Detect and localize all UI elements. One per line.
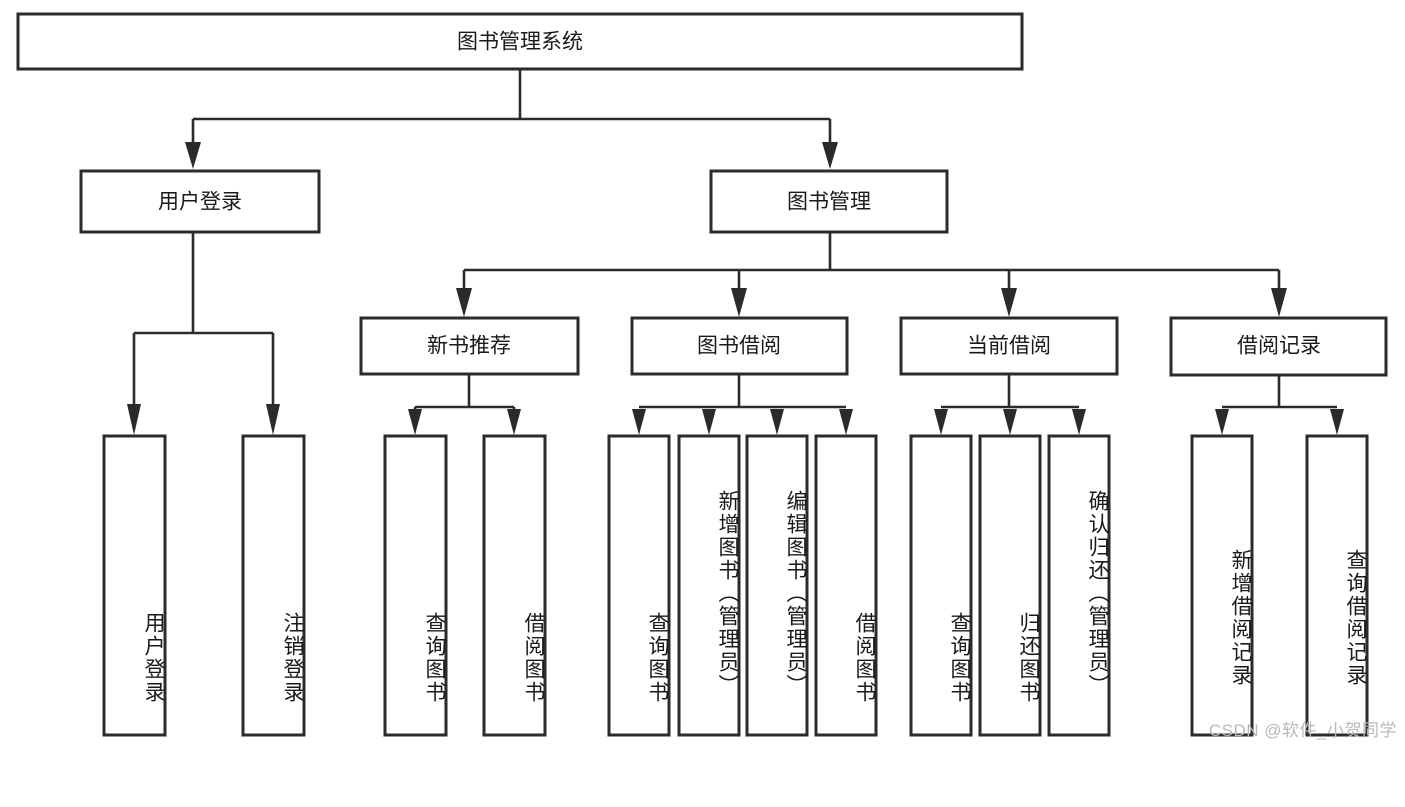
node-book-borrow-box[interactable]: [630, 316, 849, 376]
node-user-login-label: 用户登录: [158, 191, 242, 214]
arrowhead-borrowrecord-leaf-1: [1215, 409, 1229, 435]
arrowhead-currentborrow-leaf-3: [1072, 409, 1086, 435]
node-current-borrow[interactable]: 当前借阅: [899, 316, 1119, 376]
connector-group-user-login: [127, 232, 280, 435]
connector-group-root: [185, 69, 838, 169]
arrowhead-borrow-record: [1271, 288, 1287, 317]
node-book-borrow-label: 图书借阅: [697, 335, 781, 358]
arrowhead-newbook-leaf-1: [408, 409, 422, 435]
connector-group-book-mgmt: [456, 232, 1287, 317]
node-borrow-record-label: 借阅记录: [1237, 335, 1321, 358]
node-book-management-label: 图书管理: [787, 191, 871, 214]
arrowhead-bookborrow-leaf-2: [702, 409, 716, 435]
node-user-login-box[interactable]: [79, 169, 321, 234]
arrowhead-bookborrow-leaf-1: [632, 409, 646, 435]
leaf-box-bb-query[interactable]: [607, 434, 671, 737]
leaf-boxes-book-borrow: [607, 434, 878, 737]
arrowhead-leaf-user-login: [127, 404, 141, 435]
node-new-book-recommend-box[interactable]: [359, 316, 580, 376]
arrowhead-book-borrow: [731, 288, 747, 317]
leaf-boxes-current-borrow: [909, 434, 1111, 737]
arrowhead-user-login: [185, 142, 201, 169]
leaf-box-br-add[interactable]: [1190, 434, 1254, 737]
leaf-box-cb-confirm[interactable]: [1047, 434, 1111, 737]
node-current-borrow-box[interactable]: [899, 316, 1119, 376]
leaf-box-bb-add[interactable]: [677, 434, 741, 737]
connector-group-new-book: [408, 374, 521, 435]
leaf-box-cb-return[interactable]: [978, 434, 1042, 737]
flowchart-svg: 图书管理系统 用户登录 图书管理 新书推荐 图书借阅 当前借阅 借阅记录: [16, 12, 1388, 737]
arrowhead-current-borrow: [1001, 288, 1017, 317]
node-root[interactable]: 图书管理系统: [16, 12, 1024, 71]
arrowhead-borrowrecord-leaf-2: [1330, 409, 1344, 435]
leaf-box-logout[interactable]: [241, 434, 306, 737]
connector-group-borrow-record: [1215, 375, 1344, 435]
leaf-boxes-borrow-record: [1190, 434, 1369, 737]
node-borrow-record-box[interactable]: [1169, 316, 1388, 377]
connector-group-book-borrow: [632, 374, 853, 435]
leaf-box-newbook-borrow[interactable]: [482, 434, 547, 737]
node-user-login[interactable]: 用户登录: [79, 169, 321, 234]
node-root-label: 图书管理系统: [457, 31, 583, 54]
arrowhead-book-mgmt: [822, 142, 838, 169]
leaf-box-cb-query[interactable]: [909, 434, 973, 737]
node-book-management-box[interactable]: [709, 169, 949, 234]
flowchart-canvas: 图书管理系统 用户登录 图书管理 新书推荐 图书借阅 当前借阅 借阅记录: [16, 12, 1397, 740]
arrowhead-bookborrow-leaf-3: [770, 409, 784, 435]
leaf-box-bb-borrow[interactable]: [814, 434, 878, 737]
leaf-box-bb-edit[interactable]: [745, 434, 809, 737]
connector-group-current-borrow: [934, 374, 1086, 435]
arrowhead-newbook-leaf-2: [507, 409, 521, 435]
node-new-book-recommend[interactable]: 新书推荐: [359, 316, 580, 376]
leaf-boxes-new-book: [383, 434, 547, 737]
node-current-borrow-label: 当前借阅: [967, 335, 1051, 358]
leaf-box-user-login[interactable]: [102, 434, 167, 737]
arrowhead-bookborrow-leaf-4: [839, 409, 853, 435]
node-root-box[interactable]: [16, 12, 1024, 71]
leaf-box-br-query[interactable]: [1305, 434, 1369, 737]
watermark-text: CSDN @软件_小贺同学: [1208, 721, 1397, 740]
leaf-boxes-user-login: [102, 434, 306, 737]
arrowhead-currentborrow-leaf-2: [1003, 409, 1017, 435]
node-new-book-recommend-label: 新书推荐: [427, 335, 511, 358]
node-borrow-record[interactable]: 借阅记录: [1169, 316, 1388, 377]
node-book-borrow[interactable]: 图书借阅: [630, 316, 849, 376]
node-book-management[interactable]: 图书管理: [709, 169, 949, 234]
leaf-box-newbook-query[interactable]: [383, 434, 448, 737]
arrowhead-currentborrow-leaf-1: [934, 409, 948, 435]
arrowhead-new-book: [456, 288, 472, 317]
arrowhead-leaf-logout: [266, 404, 280, 435]
